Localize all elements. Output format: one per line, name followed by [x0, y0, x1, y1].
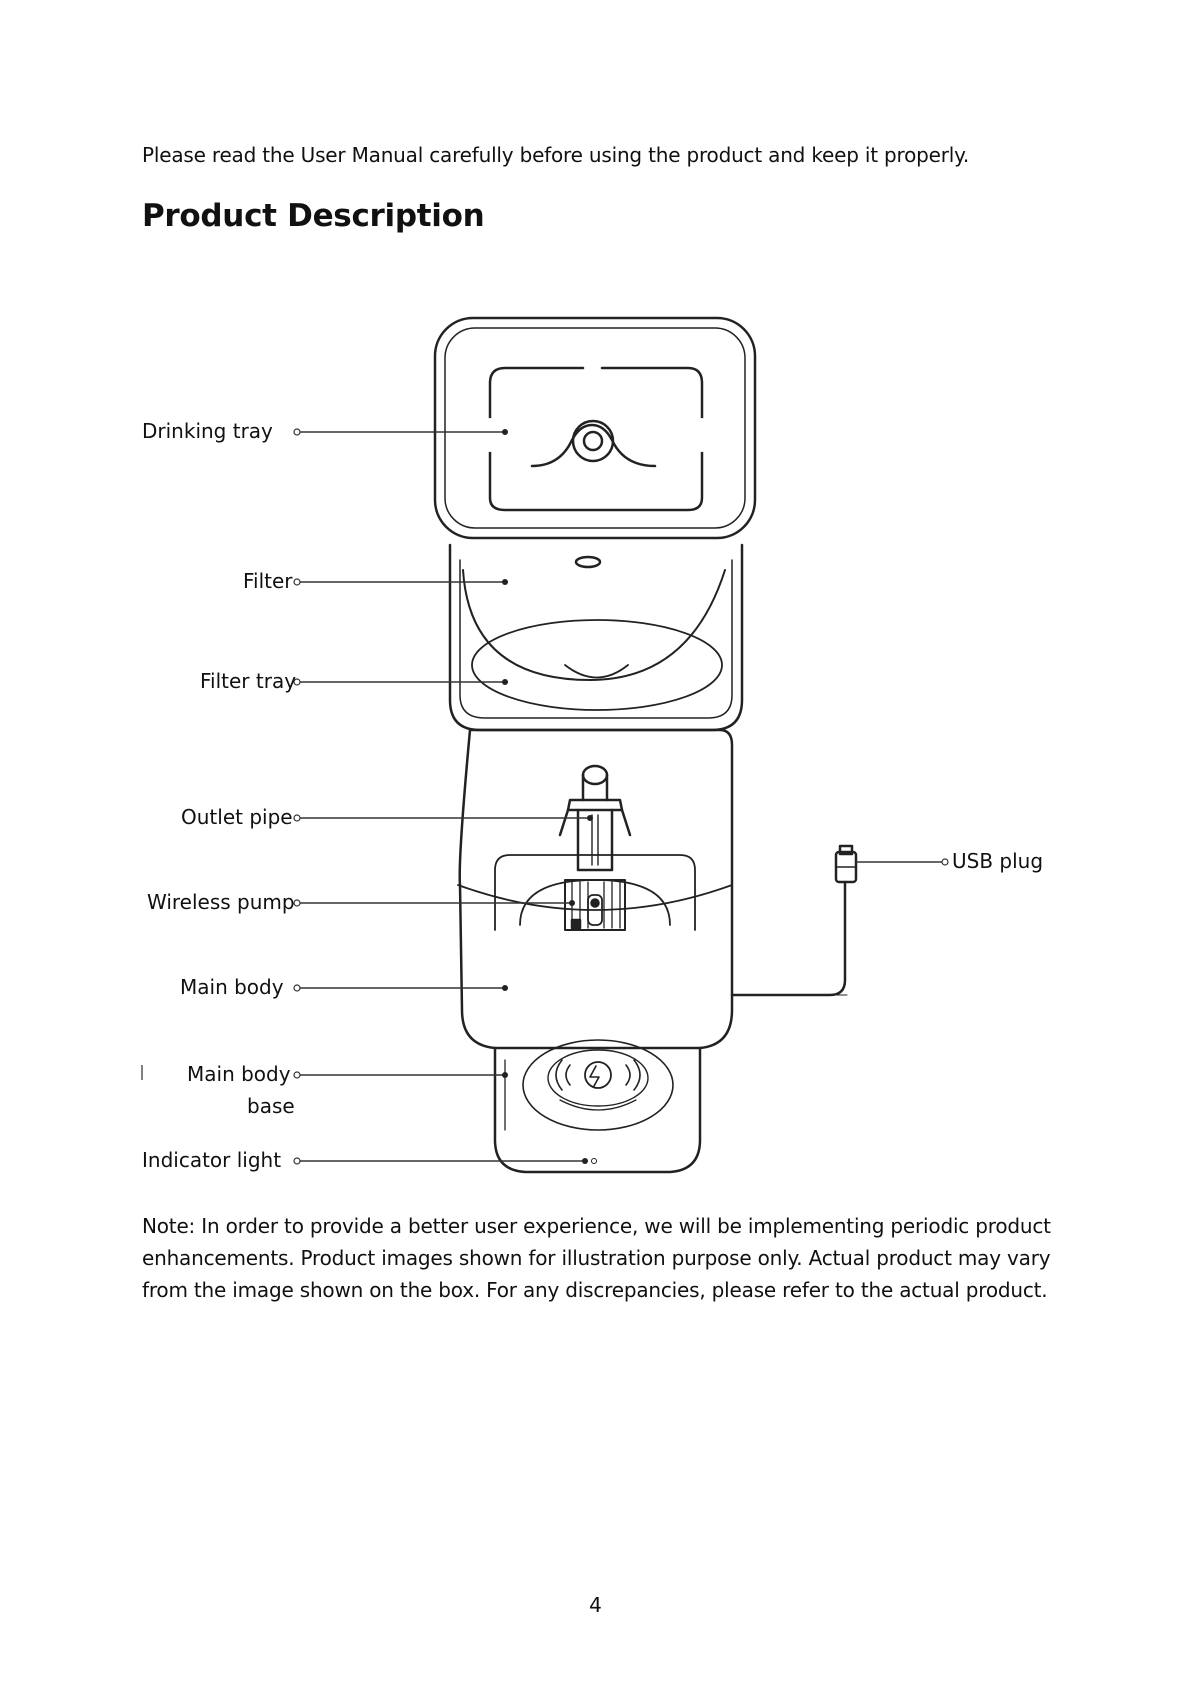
- outlet-pipe-drawing: [558, 764, 632, 872]
- label-main-body-base-line1: Main body: [187, 1062, 291, 1086]
- label-drinking-tray: Drinking tray: [142, 419, 273, 443]
- label-filter: Filter: [243, 569, 293, 593]
- indicator-light-dot: [582, 1158, 588, 1164]
- usb-cable-drawing: [730, 844, 858, 997]
- intro-text: Please read the User Manual carefully be…: [142, 143, 970, 167]
- section-heading: Product Description: [142, 198, 485, 234]
- page-number: 4: [589, 1593, 602, 1617]
- label-indicator-light: Indicator light: [142, 1148, 282, 1172]
- label-usb-plug: USB plug: [952, 849, 1044, 873]
- label-outlet-pipe: Outlet pipe: [181, 805, 293, 829]
- label-wireless-pump: Wireless pump: [147, 890, 295, 914]
- label-main-body-base-line2: base: [247, 1094, 295, 1118]
- drinking-tray-drawing: [433, 316, 757, 540]
- main-body-drawing: [457, 728, 734, 1050]
- main-body-base-drawing: [493, 1039, 702, 1174]
- label-main-body: Main body: [180, 975, 284, 999]
- label-filter-tray: Filter tray: [200, 669, 297, 693]
- note-paragraph: Note: In order to provide a better user …: [142, 1214, 1051, 1302]
- filter-tray-drawing: [448, 543, 744, 732]
